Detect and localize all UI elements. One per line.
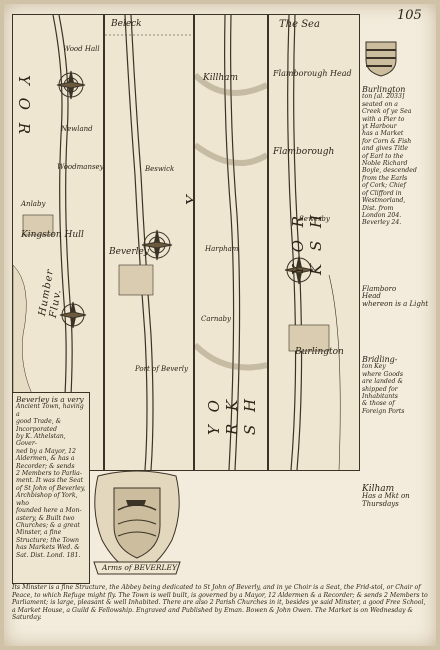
county-label-strip-4: Y O R K S H bbox=[289, 210, 325, 275]
town-label-beswick: Beswick bbox=[145, 165, 175, 173]
burlington-arms-shield bbox=[365, 41, 397, 77]
town-label-flamborough: Flamborough bbox=[273, 147, 335, 157]
strip-2-drawing bbox=[105, 15, 193, 470]
note-line: Noble Richard bbox=[362, 160, 408, 168]
town-label-kingston-hull: Kingston Hull bbox=[21, 230, 84, 240]
note-line: with a Pier to bbox=[362, 115, 405, 123]
burlington-notes: Burlington ton [al. 2033] seated on a Cr… bbox=[362, 85, 432, 227]
note-line: has a Market bbox=[362, 130, 404, 138]
beverley-line: good Trade, & Incorporated bbox=[16, 418, 62, 433]
town-label-carnaby: Carnaby bbox=[201, 315, 231, 323]
town-label-newland: Newland bbox=[61, 125, 93, 133]
town-label-killham: Killham bbox=[203, 73, 239, 83]
beverley-line: Sat. Dist. Lond. 181. bbox=[16, 551, 81, 559]
town-label-sewerby: Sewerby bbox=[299, 215, 330, 223]
beverley-line: Structure; the Town bbox=[16, 536, 80, 544]
flamboro-line: whereon is a Light bbox=[362, 299, 429, 308]
kilham-notes: Kilham Has a Mkt on Thursdays bbox=[362, 484, 432, 508]
bridlington-line: are landed & bbox=[362, 378, 403, 386]
arms-caption: Arms of BEVERLEY bbox=[102, 563, 177, 572]
town-label-anlaby: Anlaby bbox=[21, 200, 46, 208]
beverley-line: Minster, a fine bbox=[16, 529, 62, 537]
note-line: Beverley 24. bbox=[362, 219, 402, 227]
note-line: London 204. bbox=[362, 211, 402, 219]
town-label-beleck: Beleck bbox=[111, 19, 142, 29]
beverley-line: ned by a Mayor, 12 bbox=[16, 447, 76, 455]
beverley-line: Aldermen, & has a bbox=[16, 455, 75, 463]
bottom-notes: Its Minster is a fine Structure, the Abb… bbox=[12, 584, 428, 622]
sea-label: The Sea bbox=[279, 19, 320, 30]
note-line: of Clifford in bbox=[362, 189, 402, 197]
route-strip-3: Killham Harpham Carnaby Y O R K S H bbox=[194, 14, 268, 471]
beverley-line: Ancient Town, having a bbox=[16, 403, 84, 418]
town-label-beverley: Beverley bbox=[109, 247, 149, 257]
bridlington-line: Inhabitants bbox=[362, 393, 398, 401]
town-label-burlington: Burlington bbox=[295, 347, 344, 357]
kilham-line: Thursdays bbox=[362, 499, 399, 508]
strip-3-drawing bbox=[195, 15, 267, 470]
beverley-line: Churches; & a great bbox=[16, 521, 80, 529]
note-line: Boyle, descended bbox=[362, 167, 417, 175]
bridlington-line: Foreign Ports bbox=[362, 407, 405, 415]
burlington-title: Burlington bbox=[362, 85, 406, 94]
flamboro-line: Flamboro bbox=[362, 285, 397, 293]
kilham-title: Kilham bbox=[362, 484, 395, 494]
beverley-description-panel: Beverley is a very Ancient Town, having … bbox=[12, 392, 90, 584]
beverley-line: astery, & Built two bbox=[16, 514, 75, 522]
route-strip-2: Beleck Beswick Beverley Port of Beverly … bbox=[104, 14, 194, 471]
beverley-line: 2 Members to Parlia- bbox=[16, 470, 82, 478]
town-label-woodhall: Wood Hall bbox=[63, 45, 100, 53]
beverley-description: Beverley is a very Ancient Town, having … bbox=[16, 396, 86, 559]
county-label-strip-1: Y O R K S H bbox=[13, 75, 33, 139]
note-line: Dist. from bbox=[362, 204, 394, 212]
beverley-line: by K. Athelstan, Gover- bbox=[16, 433, 66, 448]
note-line: Creek of ye Sea bbox=[362, 108, 412, 116]
beverley-line: Archbishop of York, who bbox=[16, 492, 78, 507]
town-label-woodmansey: Woodmansey bbox=[57, 163, 104, 171]
note-line: from the Earls bbox=[362, 174, 408, 182]
burlington-arms bbox=[362, 38, 400, 78]
bridlington-line: & those of bbox=[362, 400, 395, 408]
note-line: Westmorland, bbox=[362, 197, 406, 205]
town-label-harpham: Harpham bbox=[205, 245, 239, 253]
note-line: for Corn & Fish bbox=[362, 137, 412, 145]
beverley-line: of St John of Beverley, bbox=[16, 484, 86, 492]
county-label-strip-3: Y O R K S H bbox=[205, 394, 259, 435]
bridlington-notes: Bridling- ton Key where Goods are landed… bbox=[362, 355, 432, 415]
bridlington-line: Bridling- bbox=[362, 355, 398, 364]
note-line: of Cork; Chief bbox=[362, 182, 406, 190]
bridlington-line: ton Key bbox=[362, 363, 386, 371]
beverley-line: founded here a Mon- bbox=[16, 507, 82, 515]
beverley-line: has Markets Wed. & bbox=[16, 544, 80, 552]
note-line: seated on a bbox=[362, 100, 398, 108]
beverley-line: ment. It was the Seat bbox=[16, 477, 84, 485]
flamboro-line: Head bbox=[362, 292, 381, 301]
town-label-flamborough-head: Flamborough Head bbox=[273, 69, 352, 78]
beverley-line: Recorder; & sends bbox=[16, 462, 75, 470]
beverley-arms-cartouche: Arms of BEVERLEY bbox=[88, 470, 186, 580]
note-line: of Earl to the bbox=[362, 152, 404, 160]
beverley-line: Beverley is a very bbox=[16, 395, 84, 404]
kilham-line: Has a Mkt on bbox=[362, 492, 410, 501]
note-line: ton [al. 2033] bbox=[362, 93, 405, 101]
bridlington-line: where Goods bbox=[362, 370, 404, 378]
route-strip-4: The Sea Flamborough Head Flamborough Sew… bbox=[268, 14, 360, 471]
note-line: yt Harbour bbox=[362, 123, 397, 131]
county-label-strip-2: Y O R K S H bbox=[183, 188, 193, 205]
town-label-port-beverly: Port of Beverly bbox=[135, 365, 188, 373]
bridlington-line: shipped for bbox=[362, 385, 398, 393]
note-line: and gives Title bbox=[362, 145, 409, 153]
beverley-arms-drawing bbox=[93, 470, 181, 575]
strip-4-drawing bbox=[284, 15, 341, 470]
page-number: 105 bbox=[397, 8, 422, 23]
flamboro-notes: Flamboro Head whereon is a Light bbox=[362, 285, 432, 308]
